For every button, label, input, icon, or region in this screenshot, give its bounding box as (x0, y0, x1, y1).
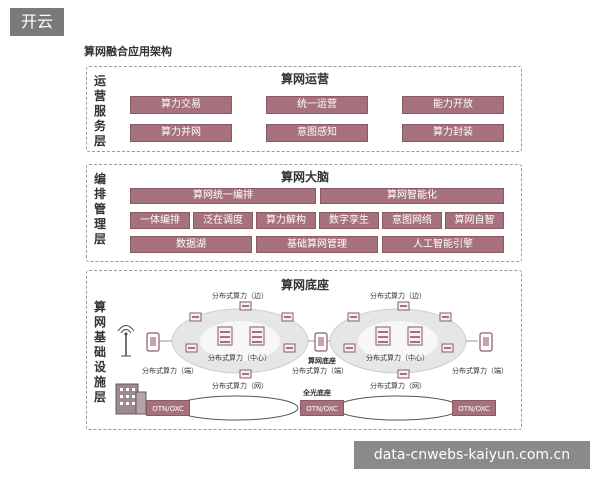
server-icon-right-edge-4 (343, 343, 356, 353)
server-icon-left-center-2 (249, 326, 265, 346)
optical-ring-left (173, 395, 299, 421)
base-layer (86, 270, 522, 430)
watermark-bottom: data-cnwebs-kaiyun.com.cn (354, 441, 590, 469)
ops-layer-label: 运营服务层 (93, 74, 106, 148)
optical-label: 全光底座 (303, 389, 331, 397)
server-icon-left-edge-1 (189, 312, 202, 322)
ops-layer (86, 66, 522, 152)
brain-row1-box-1: 算网统一编排 (130, 188, 316, 204)
antenna-icon (117, 325, 135, 357)
ops-box-5: 意图感知 (266, 124, 368, 142)
brain-row1-box-2: 算网智能化 (320, 188, 504, 204)
ops-box-6: 算力封装 (402, 124, 504, 142)
base-layer-label: 算网基础设施层 (93, 300, 106, 404)
brain-layer (86, 164, 522, 262)
server-icon-left-edge-4 (185, 343, 198, 353)
brain-row2-box-3: 算力解构 (256, 212, 316, 229)
otn-node-left: OTN/OXC (146, 400, 190, 416)
ops-box-4: 算力并网 (130, 124, 232, 142)
net-left-label: 分布式算力（网） (212, 382, 268, 390)
edge-right-label: 分布式算力（边） (370, 292, 426, 300)
brain-row2-box-6: 算网自智 (445, 212, 504, 229)
server-icon-right-center-2 (407, 326, 423, 346)
brain-row3-box-1: 数据湖 (130, 236, 252, 253)
server-icon-left-edge-5 (283, 343, 296, 353)
edge-left-label: 分布式算力（边） (212, 292, 268, 300)
server-icon-right-center-1 (375, 326, 391, 346)
ops-box-2: 统一运营 (266, 96, 368, 114)
ops-layer-title: 算网运营 (280, 72, 329, 86)
brain-row2-box-4: 数字孪生 (319, 212, 379, 229)
ops-box-3: 能力开放 (402, 96, 504, 114)
optical-ring-right (335, 395, 461, 421)
phone-icon-left (146, 332, 160, 352)
brain-row3-box-3: 人工智能引擎 (382, 236, 504, 253)
server-icon-left-edge-3 (281, 312, 294, 322)
brain-row2-box-2: 泛在调度 (193, 212, 253, 229)
net-right-label: 分布式算力（网） (370, 382, 426, 390)
server-icon-left-net (239, 369, 252, 379)
base-layer-title: 算网底座 (280, 278, 329, 292)
watermark-top: 开云 (10, 8, 64, 36)
end-left-label: 分布式算力（端） (142, 367, 198, 375)
brain-layer-title: 算网大脑 (280, 170, 329, 184)
brain-row2-box-1: 一体编排 (130, 212, 190, 229)
end-right-label: 分布式算力（端） (452, 367, 508, 375)
center-left-label: 分布式算力（中心） (208, 354, 271, 362)
center-right-label: 分布式算力（中心） (366, 354, 429, 362)
server-icon-right-edge-3 (439, 312, 452, 322)
ops-box-1: 算力交易 (130, 96, 232, 114)
otn-node-right: OTN/OXC (452, 400, 496, 416)
server-icon-right-edge-1 (347, 312, 360, 322)
server-icon-left-center-1 (217, 326, 233, 346)
brain-row2-box-5: 意图网络 (382, 212, 442, 229)
server-icon-right-edge-2 (397, 301, 410, 311)
building-icon (115, 383, 147, 415)
server-icon-right-edge-5 (441, 343, 454, 353)
server-icon-right-net (397, 369, 410, 379)
brain-row3-box-2: 基础算网管理 (256, 236, 378, 253)
phone-icon-mid (314, 332, 328, 352)
server-icon-left-edge-2 (239, 301, 252, 311)
end-mid-label: 分布式算力（端） (292, 367, 348, 375)
phone-icon-right (479, 332, 493, 352)
figure-title: 算网融合应用架构 (84, 45, 172, 58)
otn-node-mid: OTN/OXC (300, 400, 344, 416)
base-label: 算网底座 (308, 357, 336, 365)
brain-layer-label: 编排管理层 (93, 172, 106, 246)
